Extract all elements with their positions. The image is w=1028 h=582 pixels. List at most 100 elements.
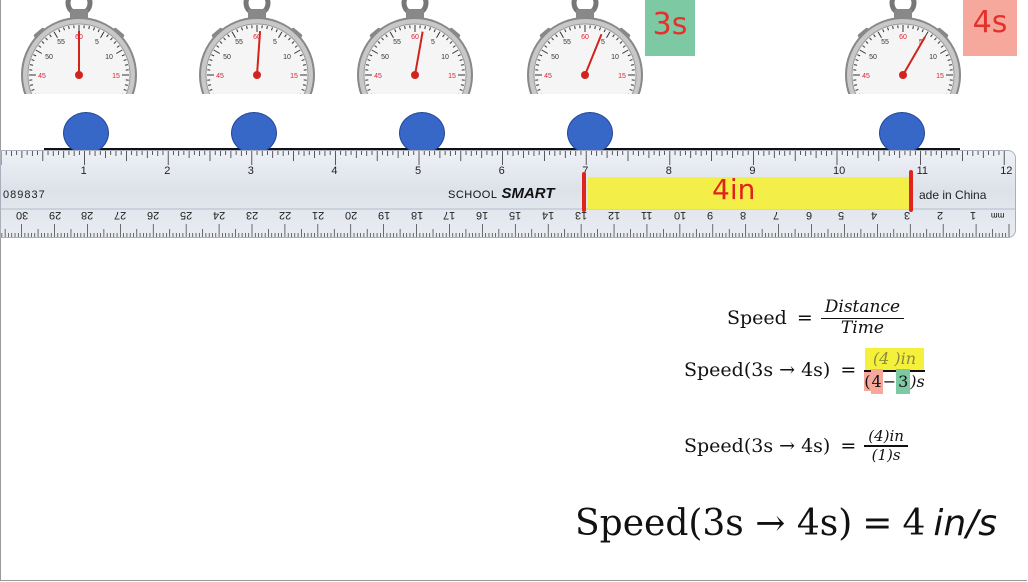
dial-10: 10 bbox=[105, 54, 113, 61]
dial-10: 10 bbox=[441, 54, 449, 61]
stopwatch-4: 60 55 5 50 10 45 15 bbox=[520, 0, 650, 96]
ruler-cm-28: 28 bbox=[81, 209, 94, 221]
time-label-3s: 3s bbox=[645, 0, 695, 56]
dial-45: 45 bbox=[38, 73, 46, 80]
ruler-cm-18: 18 bbox=[410, 209, 423, 221]
ruler-cm-8: 8 bbox=[739, 209, 746, 221]
dial-45: 45 bbox=[544, 73, 552, 80]
ruler-cm-15: 15 bbox=[509, 209, 522, 221]
stopwatch-1: 60 55 5 50 10 45 15 bbox=[14, 0, 144, 96]
eq1-fraction: Distance Time bbox=[820, 297, 905, 339]
ruler-inch-7: 7 bbox=[582, 165, 589, 177]
dial-45: 45 bbox=[216, 73, 224, 80]
ruler-inch-5: 5 bbox=[415, 165, 422, 177]
ruler-inch-8: 8 bbox=[665, 165, 672, 177]
ball-track bbox=[44, 148, 960, 151]
dial-50: 50 bbox=[45, 54, 53, 61]
ruler-cm-17: 17 bbox=[443, 209, 456, 221]
eq3-equals: = bbox=[840, 435, 857, 457]
ruler-ticks bbox=[1, 151, 1015, 237]
eq2-denom-4: 4 bbox=[870, 368, 883, 394]
ruler-cm-9: 9 bbox=[706, 209, 713, 221]
dial-5: 5 bbox=[273, 39, 277, 46]
final-lhs: Speed(3s → 4s) bbox=[575, 503, 853, 544]
ruler-cm-11: 11 bbox=[640, 209, 653, 221]
eq1-fraction-bar bbox=[820, 317, 905, 320]
final-value: 4 bbox=[902, 503, 926, 544]
ruler-inch-1: 1 bbox=[80, 165, 87, 177]
dial-55: 55 bbox=[57, 39, 65, 46]
eq1-numerator: Distance bbox=[824, 297, 901, 317]
ruler-cm-14: 14 bbox=[542, 209, 555, 221]
dial-55: 55 bbox=[563, 39, 571, 46]
ruler-cm-22: 22 bbox=[278, 209, 292, 221]
stopwatch-5: 60 55 5 50 10 45 15 bbox=[838, 0, 968, 96]
eq1-equals: = bbox=[796, 307, 813, 330]
speed-word: Speed bbox=[727, 307, 787, 330]
dial-50: 50 bbox=[551, 54, 559, 61]
eq2-denom-open: ( bbox=[864, 371, 871, 391]
ruler-inch-9: 9 bbox=[749, 165, 756, 177]
dial-10: 10 bbox=[611, 54, 619, 61]
dial-5: 5 bbox=[431, 39, 435, 46]
ruler-cm-24: 24 bbox=[213, 209, 226, 221]
speed-simplified: Speed(3s → 4s) = (4)in (1)s bbox=[684, 427, 908, 464]
ball-position-4 bbox=[567, 112, 613, 154]
eq2-denom-minus: − bbox=[882, 371, 897, 391]
dial-50: 50 bbox=[869, 54, 877, 61]
ruler-cm-7: 7 bbox=[772, 209, 779, 221]
dial-15: 15 bbox=[112, 73, 120, 80]
final-equals: = bbox=[862, 503, 893, 544]
eq3-fraction: (4)in (1)s bbox=[864, 427, 908, 464]
final-unit: in/s bbox=[933, 503, 998, 544]
dial-10: 10 bbox=[283, 54, 291, 61]
eq1-denominator: Time bbox=[840, 318, 884, 339]
ruler-cm-19: 19 bbox=[377, 209, 390, 221]
ruler-cm-25: 25 bbox=[180, 209, 193, 221]
ruler-cm-6: 6 bbox=[805, 209, 812, 221]
eq2-equals: = bbox=[840, 359, 857, 382]
ruler-inch-10: 10 bbox=[833, 165, 846, 177]
ruler-brand-prefix: SCHOOL bbox=[448, 189, 498, 201]
speed-result: Speed(3s → 4s) = 4 in/s bbox=[575, 503, 997, 544]
time-label-4s-text: 4s bbox=[972, 5, 1008, 40]
dial-55: 55 bbox=[393, 39, 401, 46]
ruler-cm-2: 2 bbox=[937, 209, 944, 221]
ruler-cm-23: 23 bbox=[245, 209, 259, 221]
dial-45: 45 bbox=[862, 73, 870, 80]
dial-50: 50 bbox=[381, 54, 389, 61]
dial-15: 15 bbox=[936, 73, 944, 80]
eq2-lhs: Speed(3s → 4s) bbox=[684, 359, 831, 382]
dial-60: 60 bbox=[899, 34, 907, 41]
eq2-numerator: (4 )in bbox=[864, 348, 925, 371]
ruler-brand-name: SMART bbox=[501, 185, 555, 202]
eq2-fraction: (4 )in (4−3)s bbox=[864, 348, 925, 394]
dial-60: 60 bbox=[581, 34, 589, 41]
dial-45: 45 bbox=[374, 73, 382, 80]
distance-highlight bbox=[588, 177, 910, 209]
dial-5: 5 bbox=[95, 39, 99, 46]
ruler-serial: 089837 bbox=[3, 189, 46, 201]
dial-55: 55 bbox=[881, 39, 889, 46]
ball-position-1 bbox=[63, 112, 109, 154]
ruler-inch-3: 3 bbox=[247, 165, 254, 177]
dial-10: 10 bbox=[929, 54, 937, 61]
speed-substitution: Speed(3s → 4s) = (4 )in (4−3)s bbox=[684, 348, 925, 394]
ruler-cm-10: 10 bbox=[673, 209, 687, 221]
eq3-denominator: (1)s bbox=[871, 445, 901, 464]
ball-position-2 bbox=[231, 112, 277, 154]
ruler-inch-12: 12 bbox=[1000, 165, 1013, 177]
start-marker bbox=[582, 172, 586, 212]
dial-60: 60 bbox=[253, 34, 261, 41]
ball-position-5 bbox=[879, 112, 925, 154]
dial-50: 50 bbox=[223, 54, 231, 61]
ruler-cm-26: 26 bbox=[147, 209, 160, 221]
ruler-cm-21: 21 bbox=[311, 209, 325, 221]
time-label-4s: 4s bbox=[963, 0, 1017, 56]
dial-60: 60 bbox=[411, 34, 419, 41]
ruler-unit-label: mm bbox=[991, 211, 1005, 220]
eq2-denom-3: 3 bbox=[896, 368, 911, 394]
end-marker bbox=[909, 170, 913, 212]
ruler-inch-6: 6 bbox=[498, 165, 505, 177]
